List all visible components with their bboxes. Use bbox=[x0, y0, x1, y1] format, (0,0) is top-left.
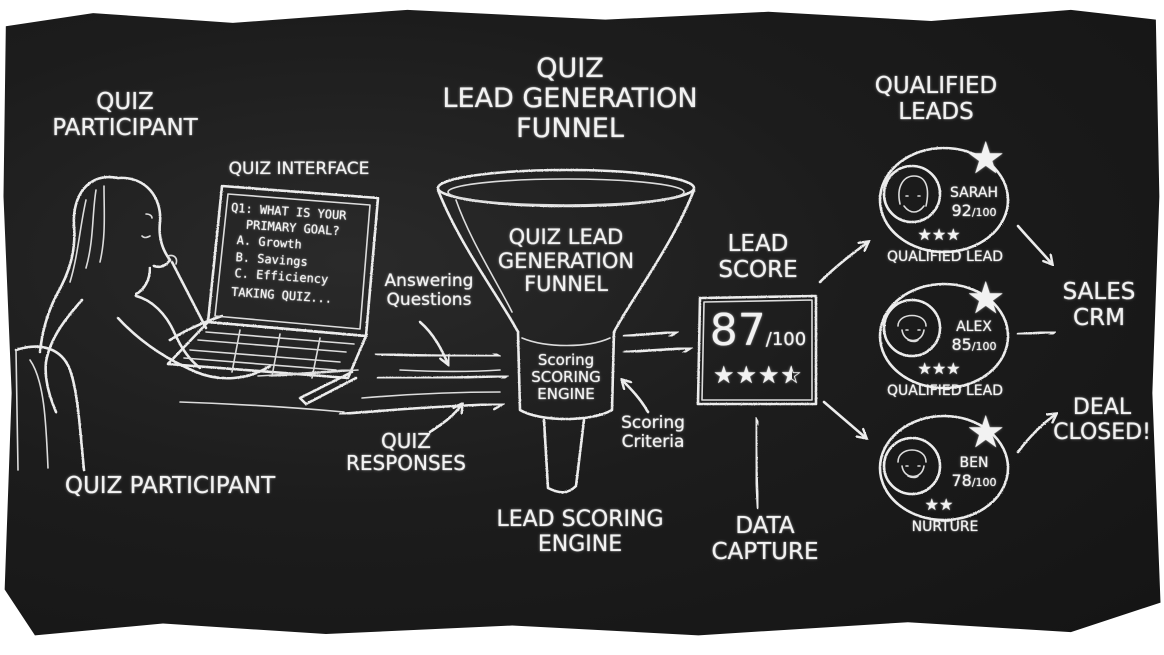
quiz-interface-label: QUIZ INTERFACE bbox=[228, 159, 370, 179]
funnel-line-2: GENERATION bbox=[497, 248, 635, 273]
lead-score-max: /100 bbox=[971, 475, 997, 489]
star-icon: ★ bbox=[966, 273, 1006, 324]
deal-closed-label: DEAL CLOSED! bbox=[1044, 395, 1160, 445]
answering-line-1: Answering bbox=[384, 271, 474, 291]
lead-score-stars: ★★★☆★ bbox=[708, 362, 808, 389]
lead-score-line-2: SCORE bbox=[718, 256, 798, 283]
crm-line-2: CRM bbox=[1073, 304, 1125, 331]
title-line-3: FUNNEL bbox=[516, 113, 624, 145]
scoring-criteria-label: Scoring Criteria bbox=[608, 413, 698, 453]
lead-score: 78 bbox=[951, 470, 972, 490]
responses-line-2: RESPONSES bbox=[345, 451, 467, 476]
lead-card-ben: BEN 78/100 bbox=[944, 455, 1004, 490]
lead-score-max: /100 bbox=[971, 205, 997, 219]
qualified-leads-heading: QUALIFIED LEADS bbox=[856, 73, 1016, 126]
lead-circles bbox=[878, 146, 1010, 522]
responses-line-1: QUIZ bbox=[381, 429, 431, 453]
criteria-line-2: Criteria bbox=[621, 432, 685, 453]
data-capture-line-1: DATA bbox=[735, 513, 795, 539]
diagram-title: QUIZ LEAD GENERATION FUNNEL bbox=[420, 53, 720, 145]
qualified-heading-line-1: QUALIFIED bbox=[874, 73, 998, 99]
criteria-line-1: Scoring bbox=[621, 413, 685, 433]
lead-score-box bbox=[696, 294, 818, 406]
participant-heading-line-2: PARTICIPANT bbox=[52, 114, 198, 141]
engine-line-2: SCORING bbox=[531, 367, 601, 386]
lead-card-sarah: SARAH 92/100 bbox=[944, 185, 1004, 220]
quiz-screen: Q1: WHAT IS YOUR PRIMARY GOAL? A. Growth… bbox=[225, 200, 362, 309]
participant-heading: QUIZ PARTICIPANT bbox=[30, 89, 220, 142]
participant-heading-line-1: QUIZ bbox=[96, 89, 154, 115]
lead-score-value: 87/100 bbox=[702, 306, 814, 355]
engine-line-3: ENGINE bbox=[537, 384, 595, 403]
funnel-drawing bbox=[436, 168, 696, 494]
half-star-icon: ☆★ bbox=[780, 361, 804, 389]
star-icon: ★ bbox=[966, 133, 1006, 184]
answering-questions-label: Answering Questions bbox=[374, 271, 484, 311]
lead-score: 85 bbox=[951, 334, 972, 354]
lead-stars: ★★ bbox=[924, 495, 954, 514]
lead-score-max: /100 bbox=[971, 339, 997, 353]
lead-score: 92 bbox=[951, 200, 972, 220]
title-line-2: LEAD GENERATION bbox=[442, 83, 698, 115]
crm-line-1: SALES bbox=[1062, 279, 1136, 305]
lead-status: NURTURE bbox=[911, 519, 979, 535]
data-capture-line-2: CAPTURE bbox=[711, 538, 819, 565]
lead-name: ALEX bbox=[956, 319, 992, 335]
pencil-drawing bbox=[298, 370, 358, 406]
lead-score-line-1: LEAD bbox=[727, 231, 789, 257]
lead-score-label: LEAD SCORE bbox=[700, 231, 816, 284]
lead-scoring-engine-label: LEAD SCORING ENGINE bbox=[480, 507, 680, 557]
scoring-engine-label: Scoring SCORING ENGINE bbox=[516, 352, 616, 402]
funnel-to-score-arrow-2 bbox=[622, 348, 690, 352]
deal-line-2: CLOSED! bbox=[1053, 419, 1151, 445]
lead-score-number: 87 bbox=[709, 305, 766, 356]
leads-to-outcome-arrows bbox=[1016, 224, 1098, 454]
funnel-line-3: FUNNEL bbox=[524, 272, 608, 297]
laptop-drawing bbox=[166, 184, 380, 380]
deal-line-1: DEAL bbox=[1072, 395, 1132, 420]
star-icon: ★ bbox=[758, 361, 781, 389]
lead-scoring-line-2: ENGINE bbox=[537, 531, 623, 557]
sales-crm-label: SALES CRM bbox=[1054, 279, 1144, 332]
engine-line-1: Scoring bbox=[537, 351, 595, 369]
star-icon: ★ bbox=[712, 361, 736, 389]
lead-scoring-line-1: LEAD SCORING bbox=[496, 507, 664, 532]
score-to-leads-arrows bbox=[818, 242, 872, 438]
table-edge bbox=[179, 401, 345, 413]
funnel-line-1: QUIZ LEAD bbox=[508, 225, 624, 249]
criteria-arrow bbox=[622, 380, 650, 414]
participant-figure bbox=[14, 175, 272, 472]
participant-footer-label: QUIZ PARTICIPANT bbox=[64, 473, 276, 499]
lead-name: BEN bbox=[959, 455, 989, 471]
star-icon: ★ bbox=[735, 361, 758, 389]
lead-status: QUALIFIED LEAD bbox=[886, 383, 1004, 399]
lead-stars: ★★★ bbox=[917, 225, 961, 244]
star-icon: ★ bbox=[966, 407, 1006, 458]
lead-status: QUALIFIED LEAD bbox=[886, 249, 1004, 265]
lead-score-max: /100 bbox=[765, 329, 807, 350]
input-arrows bbox=[338, 320, 506, 434]
data-capture-label: DATA CAPTURE bbox=[700, 513, 830, 566]
funnel-to-score-arrow bbox=[622, 332, 676, 336]
data-capture-arrow bbox=[756, 420, 758, 510]
answering-line-2: Questions bbox=[386, 290, 472, 311]
quiz-responses-label: QUIZ RESPONSES bbox=[336, 430, 476, 475]
lead-stars: ★★★ bbox=[917, 359, 961, 378]
qualified-heading-line-2: LEADS bbox=[898, 98, 974, 125]
title-line-1: QUIZ bbox=[536, 53, 604, 84]
lead-card-alex: ALEX 85/100 bbox=[944, 319, 1004, 354]
lead-name: SARAH bbox=[950, 185, 998, 201]
funnel-label: QUIZ LEAD GENERATION FUNNEL bbox=[476, 225, 656, 297]
